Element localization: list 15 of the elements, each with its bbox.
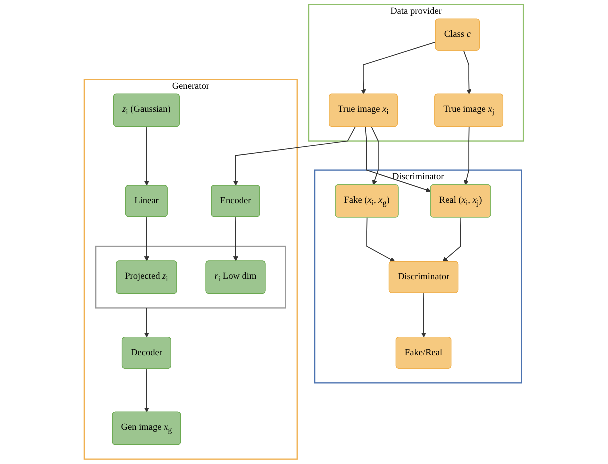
arrow	[365, 126, 432, 193]
arrow	[464, 126, 470, 186]
arrow	[233, 216, 238, 262]
arrow	[463, 50, 472, 95]
arrow	[366, 217, 396, 262]
arrow	[233, 126, 356, 186]
arrow	[144, 368, 150, 413]
arrow	[144, 308, 150, 338]
arrow	[144, 126, 150, 186]
arrow	[361, 42, 436, 95]
arrow	[442, 217, 462, 262]
cluster	[96, 246, 286, 309]
arrow	[421, 292, 427, 338]
arrow	[144, 216, 150, 262]
arrow	[371, 126, 379, 186]
